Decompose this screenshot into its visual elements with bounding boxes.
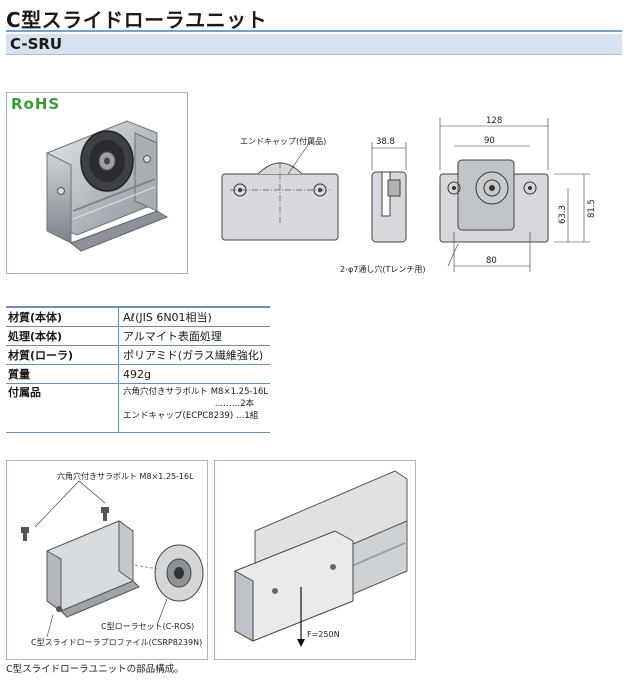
spec-key: 付属品 [6, 383, 119, 433]
table-row: 材質(ローラ) ポリアミド(ガラス繊維強化) [6, 345, 271, 365]
dim-hole-pitch: 80 [486, 256, 497, 266]
bolt-label: 六角穴付きサラボルト M8×1.25-16L [57, 471, 194, 481]
spec-key: 材質(本体) [6, 306, 119, 327]
product-photo-frame: RoHS [6, 92, 188, 274]
table-row: 質量 492g [6, 364, 271, 384]
spec-table: 材質(本体) Aℓ(JIS 6N01相当) 処理(本体) アルマイト表面処理 材… [6, 306, 271, 433]
dim-total-width: 128 [486, 116, 502, 126]
accessories-value: 六角穴付きサラボルト M8×1.25-16L ………2本 エンドキャップ(ECP… [118, 383, 271, 433]
spec-key: 質量 [6, 364, 119, 384]
force-label: F=250N [307, 630, 340, 639]
dim-height-total: 81.5 [587, 199, 597, 218]
endcap-label: エンドキャップ(付属品) [240, 136, 326, 146]
spec-value: ポリアミド(ガラス繊維強化) [118, 345, 271, 365]
table-row: 材質(本体) Aℓ(JIS 6N01相当) [6, 306, 271, 327]
accessory-line: 六角穴付きサラボルト M8×1.25-16L [123, 387, 269, 397]
table-row: 処理(本体) アルマイト表面処理 [6, 326, 271, 346]
assembly-diagram: 六角穴付きサラボルト M8×1.25-16L C型ローラセット(C-ROS) C… [21, 471, 204, 647]
title-underline [6, 30, 622, 32]
figure-caption: C型スライドローラユニットの部品構成。 [6, 664, 184, 675]
rohs-badge: RoHS [11, 95, 61, 113]
model-bar: C-SRU [6, 34, 622, 55]
accessory-line: エンドキャップ(ECPC8239) …1組 [123, 411, 259, 421]
assembly-diagram-frame: 六角穴付きサラボルト M8×1.25-16L C型ローラセット(C-ROS) C… [6, 460, 208, 660]
accessory-qty: ………2本 [214, 399, 255, 409]
mounted-diagram: F=250N [234, 470, 408, 647]
dim-inner-width: 90 [484, 136, 495, 146]
spec-value: Aℓ(JIS 6N01相当) [118, 306, 271, 327]
hole-note: 2-φ7通し穴(Tレンチ用) [340, 264, 425, 274]
model-code: C-SRU [10, 35, 63, 53]
dim-height-inner: 63.3 [558, 205, 568, 224]
table-row: 付属品 六角穴付きサラボルト M8×1.25-16L ………2本 エンドキャップ… [6, 383, 271, 433]
product-photo [46, 120, 169, 252]
page-title: C型スライドローラユニット [6, 8, 268, 32]
mounted-diagram-frame: F=250N [214, 460, 416, 660]
profile-label: C型スライドローラプロファイル(CSRP8239N) [31, 638, 202, 647]
spec-key: 処理(本体) [6, 326, 119, 346]
spec-value: アルマイト表面処理 [118, 326, 271, 346]
spec-value: 492g [118, 364, 271, 384]
dimension-drawing: エンドキャップ(付属品) 38.8 128 90 80 63.3 81.5 2-… [221, 116, 597, 274]
dim-side-width: 38.8 [376, 137, 395, 147]
spec-key: 材質(ローラ) [6, 345, 119, 365]
roller-label: C型ローラセット(C-ROS) [101, 622, 194, 631]
